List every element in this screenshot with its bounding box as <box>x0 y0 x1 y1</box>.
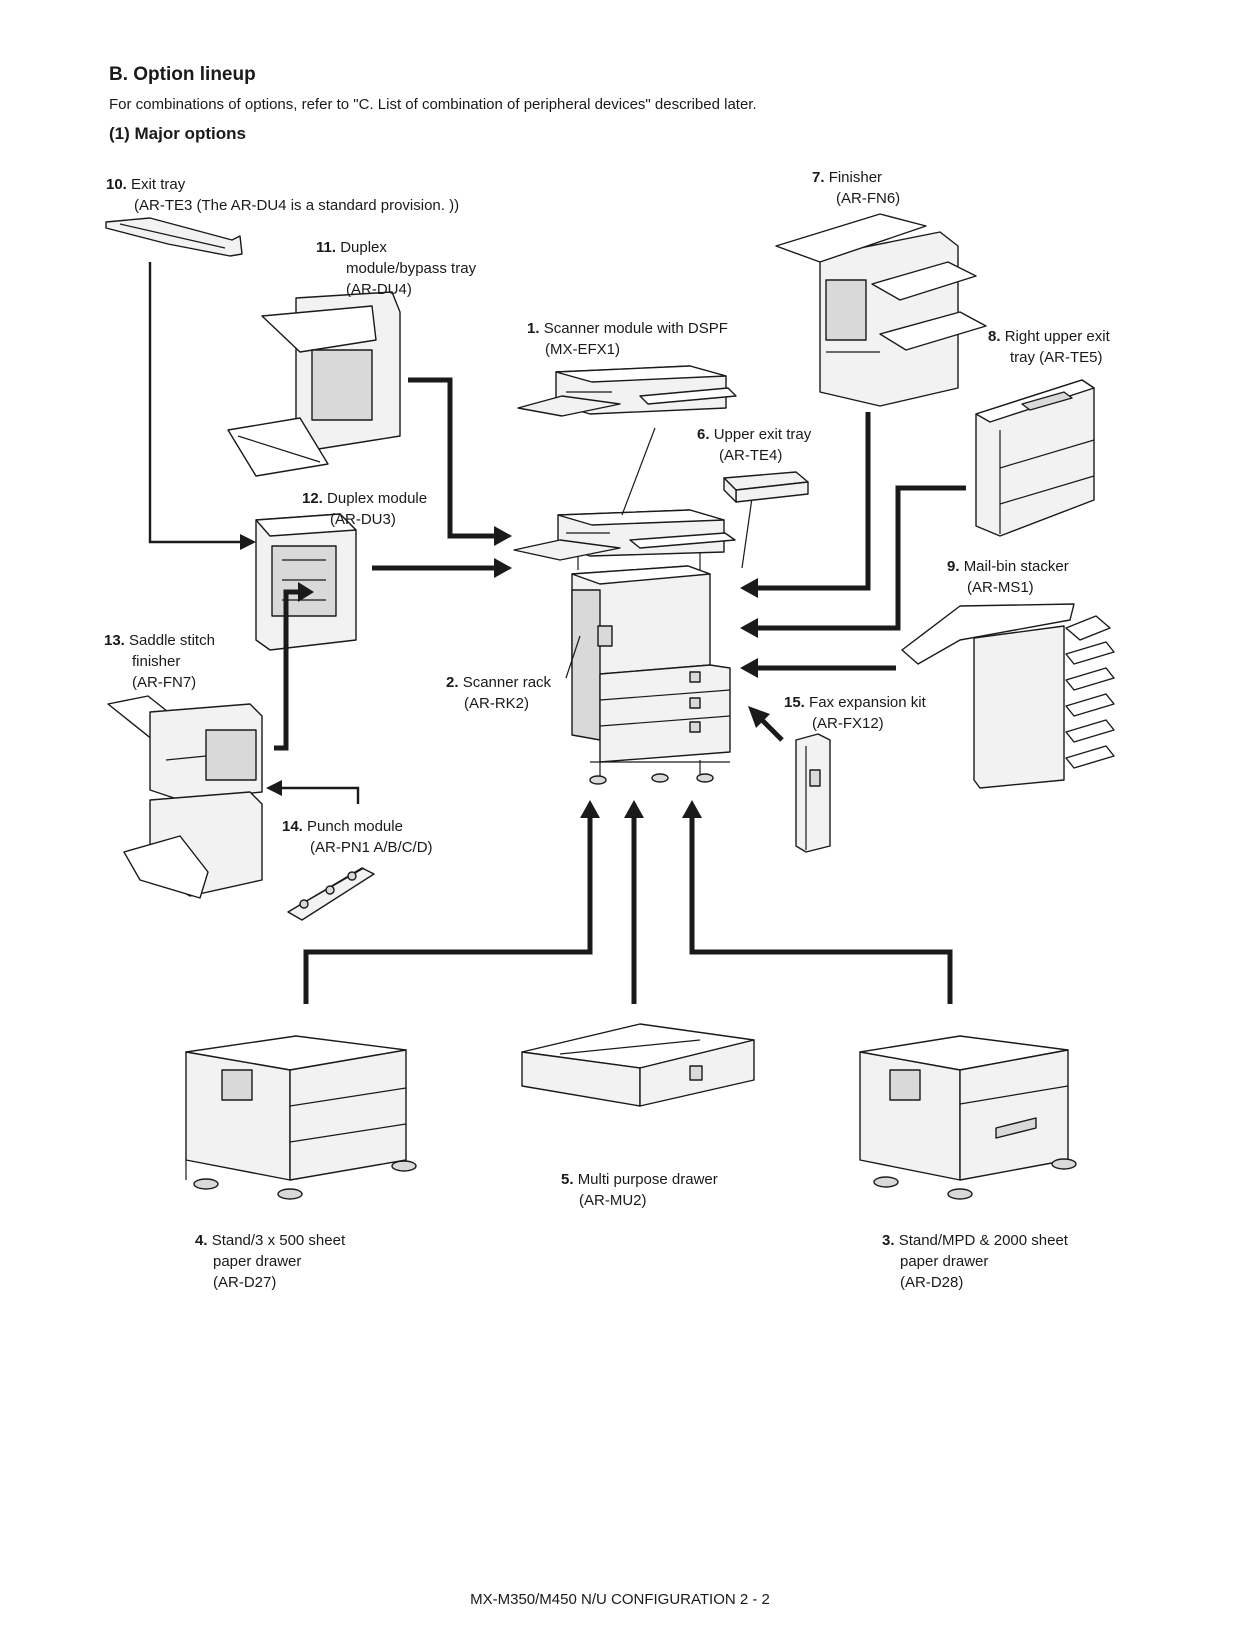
duplex-module-illustration <box>255 513 357 651</box>
option-label-14: 14. Punch module (AR-PN1 A/B/C/D) <box>282 818 433 856</box>
page-footer: MX-M350/M450 N/U CONFIGURATION 2 - 2 <box>470 1591 770 1608</box>
right-upper-exit-tray-illustration <box>975 379 1095 537</box>
scanner-dspf-illustration <box>517 365 737 417</box>
duplex-bypass-tray-illustration <box>227 291 401 477</box>
mail-bin-stacker-illustration <box>901 603 1115 789</box>
option-label-13: 13. Saddle stitch finisher (AR-FN7) <box>104 632 215 691</box>
finisher-illustration <box>775 213 987 407</box>
fax-expansion-kit-illustration <box>795 733 831 853</box>
option-label-2: 2. Scanner rack (AR-RK2) <box>446 674 552 712</box>
option-label-4: 4. Stand/3 x 500 sheet paper drawer (AR-… <box>195 1232 346 1291</box>
section-title: B. Option lineup <box>109 64 256 85</box>
punch-module-illustration <box>287 867 375 921</box>
option-label-9: 9. Mail-bin stacker (AR-MS1) <box>947 558 1069 596</box>
option-label-10: 10. Exit tray (AR-TE3 (The AR-DU4 is a s… <box>106 176 460 214</box>
option-label-1: 1. Scanner module with DSPF (MX-EFX1) <box>527 320 728 358</box>
main-copier-illustration <box>513 427 753 785</box>
option-label-12: 12. Duplex module (AR-DU3) <box>302 490 428 528</box>
option-label-6: 6. Upper exit tray (AR-TE4) <box>697 426 812 464</box>
option-label-8: 8. Right upper exit tray (AR-TE5) <box>988 328 1110 366</box>
connection-arrows <box>148 262 966 1004</box>
saddle-stitch-finisher-illustration <box>107 695 263 899</box>
intro-text: For combinations of options, refer to "C… <box>109 96 757 113</box>
option-label-5: 5. Multi purpose drawer (AR-MU2) <box>561 1171 718 1209</box>
stand-3x500-drawer-illustration <box>185 1035 417 1200</box>
option-label-3: 3. Stand/MPD & 2000 sheet paper drawer (… <box>882 1232 1068 1291</box>
exit-tray-illustration <box>105 217 243 257</box>
subsection-title: (1) Major options <box>109 124 246 143</box>
option-label-15: 15. Fax expansion kit (AR-FX12) <box>784 694 926 732</box>
multi-purpose-drawer-illustration <box>521 1023 755 1107</box>
upper-exit-tray-illustration <box>723 471 809 503</box>
stand-mpd-2000-drawer-illustration <box>859 1035 1077 1200</box>
option-label-11: 11. Duplex module/bypass tray (AR-DU4) <box>316 239 477 298</box>
option-label-7: 7. Finisher (AR-FN6) <box>812 169 901 207</box>
